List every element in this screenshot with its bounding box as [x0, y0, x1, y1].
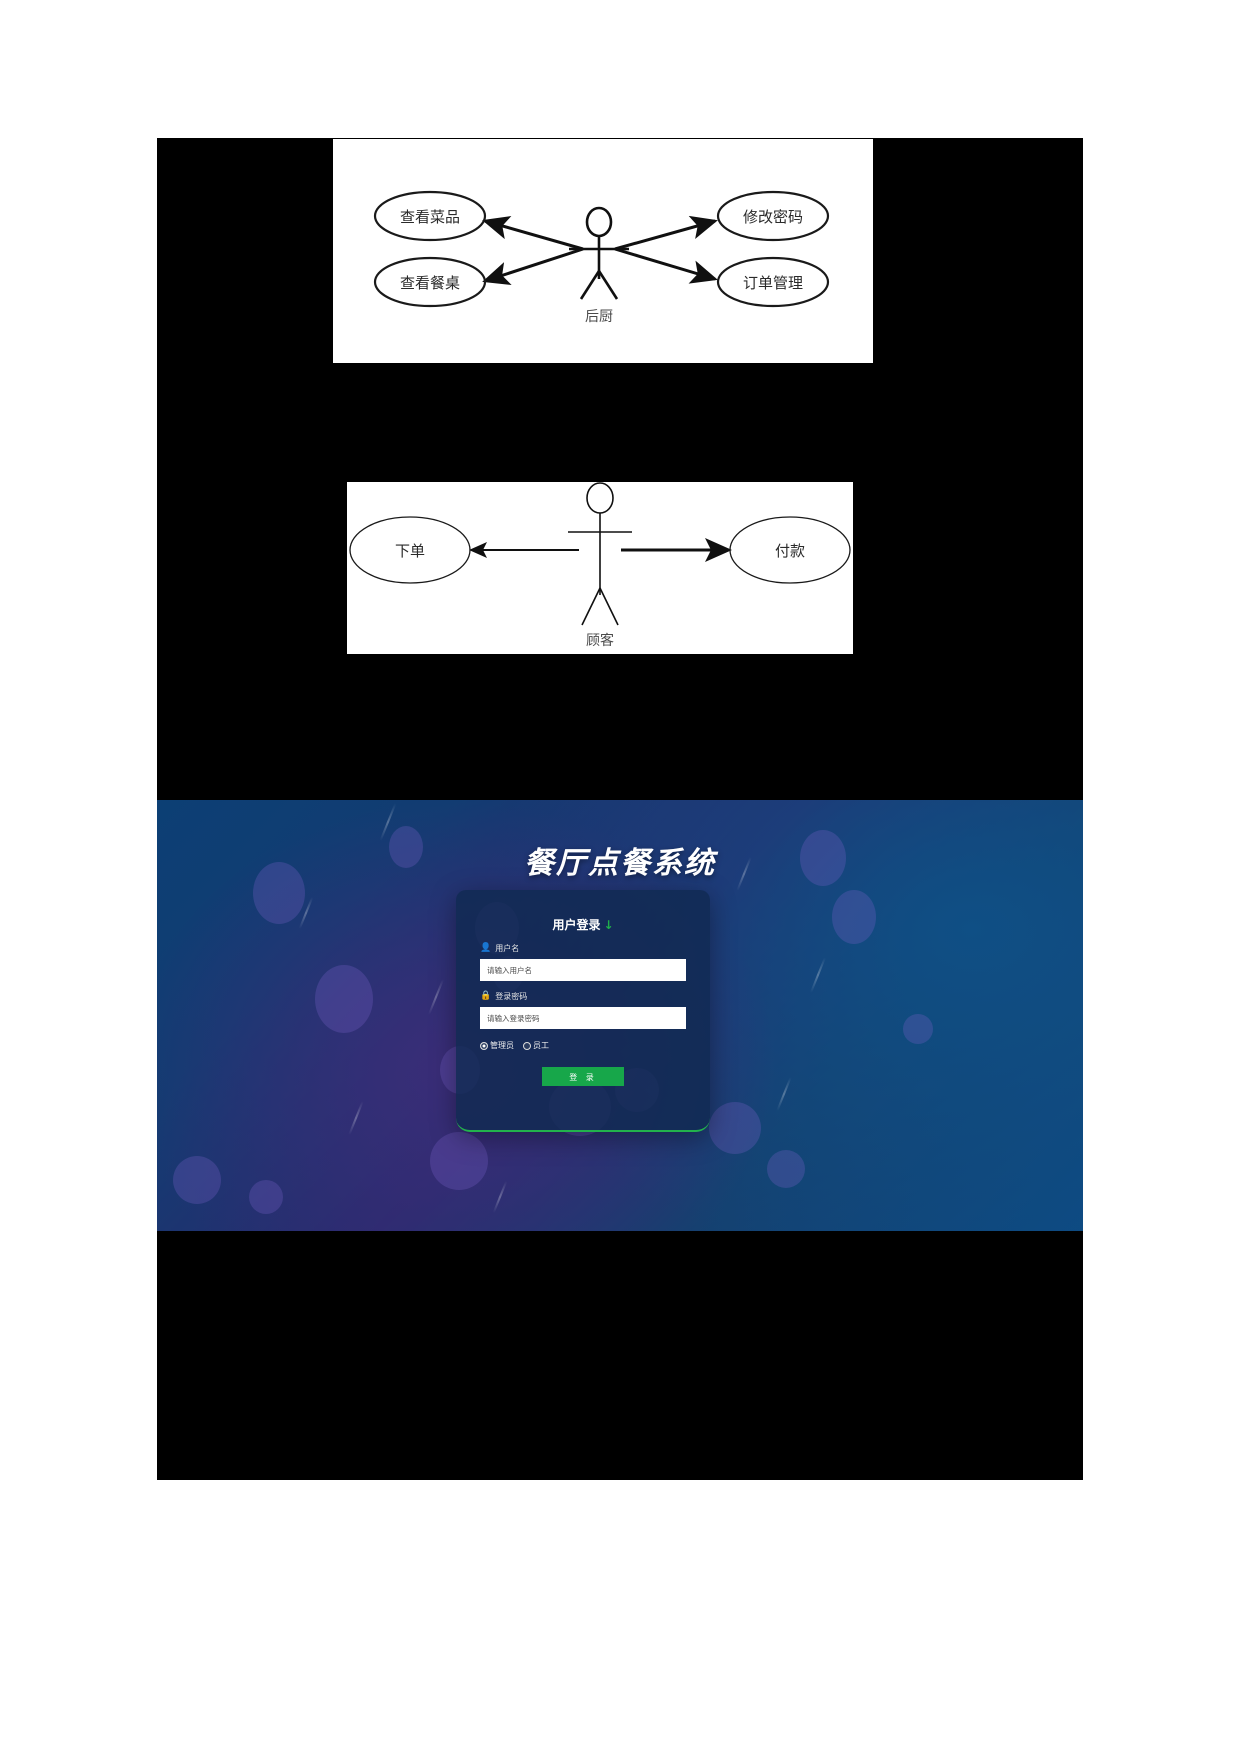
use-case-order-management: 订单管理 — [716, 256, 830, 308]
down-arrow-icon: ↓ — [603, 918, 614, 932]
radio-admin-icon[interactable] — [480, 1041, 488, 1050]
login-card-title-text: 用户登录 — [552, 918, 601, 932]
radio-staff-icon[interactable] — [523, 1041, 531, 1050]
login-card: 用户登录↓ 👤 用户名 🔒 登录密码 管理员 — [456, 890, 710, 1132]
actor-kitchen-figure — [569, 206, 629, 300]
decorative-bubble — [173, 1156, 221, 1204]
use-case-order-management-label: 订单管理 — [743, 274, 803, 292]
password-label: 登录密码 — [495, 992, 528, 1001]
decorative-streak — [809, 957, 827, 993]
role-selector: 管理员 员工 — [480, 1040, 686, 1051]
decorative-streak — [776, 1076, 792, 1112]
username-label-row: 👤 用户名 — [480, 943, 686, 954]
use-case-view-dishes: 查看菜品 — [373, 190, 487, 242]
login-card-title: 用户登录↓ — [456, 890, 710, 933]
lock-icon: 🔒 — [480, 991, 492, 1001]
decorative-bubble — [903, 1014, 933, 1044]
decorative-bubble — [249, 1180, 283, 1214]
use-case-change-password: 修改密码 — [716, 190, 830, 242]
password-label-row: 🔒 登录密码 — [480, 991, 686, 1002]
username-field-group: 👤 用户名 — [480, 943, 686, 981]
login-button[interactable]: 登 录 — [542, 1067, 624, 1086]
actor-customer-figure — [568, 482, 632, 626]
use-case-place-order-label: 下单 — [395, 542, 425, 560]
uc-connectors — [482, 215, 718, 285]
decorative-streak — [427, 979, 445, 1015]
password-field-group: 🔒 登录密码 — [480, 991, 686, 1029]
login-screen-screenshot: 餐厅点餐系统 用户登录↓ 👤 用户名 🔒 登录密码 管理员 — [157, 800, 1083, 1231]
use-case-diagram-customer: 顾客 下单 付款 — [347, 482, 853, 654]
use-case-change-password-label: 修改密码 — [743, 208, 803, 226]
use-case-view-dishes-label: 查看菜品 — [400, 208, 460, 226]
use-case-diagram-kitchen: 后厨 查看菜品 查看餐桌 修改密码 订单管理 — [333, 139, 873, 363]
decorative-streak — [379, 803, 397, 841]
decorative-streak — [348, 1100, 364, 1136]
app-title: 餐厅点餐系统 — [524, 846, 716, 881]
password-input[interactable] — [480, 1007, 686, 1029]
use-case-place-order: 下单 — [349, 516, 471, 584]
decorative-bubble — [430, 1132, 488, 1190]
role-option-admin-label: 管理员 — [490, 1041, 514, 1050]
decorative-streak — [492, 1180, 508, 1214]
use-case-payment: 付款 — [729, 516, 851, 584]
decorative-bubble — [709, 1102, 761, 1154]
username-label: 用户名 — [495, 944, 520, 953]
role-option-staff-label: 员工 — [533, 1041, 549, 1050]
actor-customer-label: 顾客 — [586, 632, 614, 649]
decorative-streak — [298, 896, 314, 930]
decorative-bubble — [767, 1150, 805, 1188]
use-case-view-tables-label: 查看餐桌 — [400, 274, 460, 292]
use-case-payment-label: 付款 — [775, 542, 805, 560]
user-icon: 👤 — [480, 943, 492, 953]
actor-kitchen-label: 后厨 — [585, 309, 613, 325]
decorative-bubble — [315, 965, 373, 1033]
decorative-bubble — [832, 890, 876, 944]
use-case-view-tables: 查看餐桌 — [373, 256, 487, 308]
username-input[interactable] — [480, 959, 686, 981]
role-option-admin[interactable]: 管理员 — [480, 1040, 514, 1051]
role-option-staff[interactable]: 员工 — [523, 1040, 549, 1051]
